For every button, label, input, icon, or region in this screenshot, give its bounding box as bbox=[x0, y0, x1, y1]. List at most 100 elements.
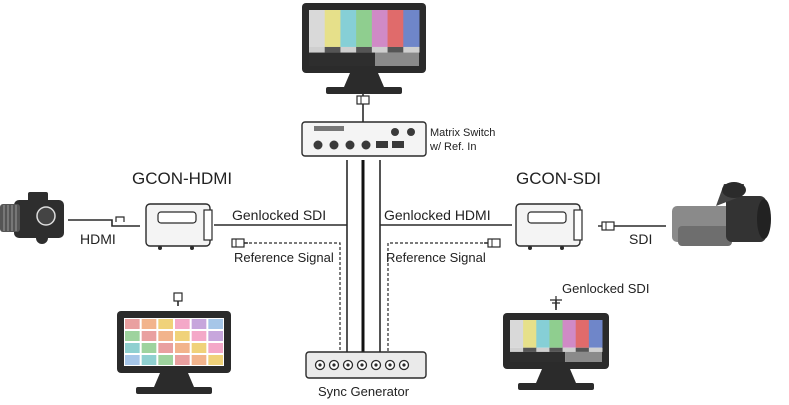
color-bar-mid bbox=[403, 46, 420, 53]
color-bar bbox=[536, 320, 550, 348]
sync-generator-port-pin bbox=[388, 363, 392, 367]
color-bar bbox=[588, 320, 603, 348]
color-bar-black bbox=[309, 52, 375, 66]
grid-cell bbox=[191, 355, 207, 365]
genlocked-hdmi-label: Genlocked HDMI bbox=[384, 207, 491, 223]
converter-foot bbox=[528, 246, 532, 250]
genlocked-sdi-left-label: Genlocked SDI bbox=[232, 207, 327, 223]
converter-end-cap bbox=[573, 209, 583, 241]
color-bar-mid bbox=[371, 46, 389, 53]
grid-cell bbox=[125, 355, 140, 365]
genlocked-sdi-monitor-label: Genlocked SDI bbox=[562, 281, 650, 296]
gcon-hdmi-label: GCON-HDMI bbox=[132, 169, 233, 188]
color-bar-mid bbox=[387, 46, 404, 53]
sync-generator-port-pin bbox=[332, 363, 336, 367]
grid-cell bbox=[208, 355, 223, 365]
color-bar-mid bbox=[309, 46, 326, 53]
color-bar bbox=[510, 320, 524, 348]
color-bar-mid bbox=[575, 347, 590, 352]
monitor-neck bbox=[536, 369, 576, 383]
dslr-camera-grip bbox=[36, 232, 48, 244]
gcon-sdi-box bbox=[515, 203, 583, 250]
sync-generator-port-pin bbox=[374, 363, 378, 367]
devices bbox=[0, 3, 771, 394]
color-bar-mid bbox=[356, 46, 373, 53]
bottom-right-monitor bbox=[503, 313, 609, 390]
grid-cell bbox=[208, 331, 223, 341]
camcorder-microphone bbox=[722, 182, 746, 198]
matrix-switch-port bbox=[329, 140, 339, 150]
color-bar bbox=[387, 10, 404, 47]
converter-foot bbox=[190, 246, 194, 250]
gcon-sdi-label: GCON-SDI bbox=[516, 169, 601, 188]
matrix-switch-ref-port bbox=[407, 128, 415, 136]
converter-foot bbox=[158, 246, 162, 250]
grid-cell bbox=[125, 343, 140, 353]
line-reference-right bbox=[387, 242, 488, 358]
connector-body bbox=[601, 221, 615, 231]
matrix-switch-hdmi-port bbox=[392, 141, 404, 148]
color-bar-mid bbox=[549, 347, 564, 352]
hdmi-label: HDMI bbox=[80, 231, 116, 247]
sync-generator-port-pin bbox=[360, 363, 364, 367]
sdi-label: SDI bbox=[629, 231, 653, 247]
matrix-switch-port bbox=[361, 140, 371, 150]
grid-cell bbox=[158, 319, 173, 329]
grid-cell bbox=[141, 331, 157, 341]
grid-cell bbox=[191, 343, 207, 353]
color-bar-grey bbox=[565, 351, 602, 362]
grid-cell bbox=[208, 343, 223, 353]
monitor-base bbox=[518, 383, 594, 390]
top-monitor bbox=[302, 3, 426, 94]
matrix-switch-port bbox=[345, 140, 355, 150]
color-bar-mid bbox=[324, 46, 341, 53]
sync-generator bbox=[305, 351, 427, 379]
color-bar bbox=[309, 10, 326, 47]
color-bar-mid bbox=[588, 347, 603, 352]
color-bar bbox=[371, 10, 389, 47]
grid-cell bbox=[125, 319, 140, 329]
grid-cell bbox=[158, 331, 173, 341]
converter-window bbox=[527, 211, 567, 224]
camcorder-lens-barrel bbox=[726, 196, 766, 242]
matrix-switch-label-strip bbox=[314, 126, 344, 131]
converter-foot bbox=[560, 246, 564, 250]
matrix-switch-port bbox=[313, 140, 323, 150]
monitor-neck bbox=[154, 373, 194, 387]
matrix-switch-label-line2: w/ Ref. In bbox=[430, 141, 477, 153]
grid-cell bbox=[125, 331, 140, 341]
color-bar-mid bbox=[340, 46, 357, 53]
monitor-screen bbox=[124, 318, 224, 366]
monitor-base bbox=[136, 387, 212, 394]
color-bar-mid bbox=[536, 347, 550, 352]
grid-cell bbox=[175, 355, 190, 365]
gcon-hdmi-box bbox=[145, 203, 213, 250]
grid-cell bbox=[175, 319, 190, 329]
color-bar bbox=[575, 320, 590, 348]
dslr-camera-lens bbox=[0, 204, 20, 232]
color-bar bbox=[549, 320, 564, 348]
dslr-camera-top bbox=[28, 192, 48, 202]
reference-signal-right-label: Reference Signal bbox=[386, 250, 486, 265]
color-bar-black bbox=[510, 351, 566, 362]
sync-generator-label: Sync Generator bbox=[318, 384, 410, 399]
matrix-switch-ref-port bbox=[391, 128, 399, 136]
grid-cell bbox=[191, 319, 207, 329]
color-bar bbox=[356, 10, 373, 47]
converter-window bbox=[157, 211, 197, 224]
sync-generator-port-pin bbox=[318, 363, 322, 367]
line-reference-left bbox=[244, 242, 341, 358]
connector-body bbox=[356, 95, 370, 105]
color-bar-mid bbox=[510, 347, 524, 352]
grid-cell bbox=[141, 319, 157, 329]
matrix-switch-hdmi-port bbox=[376, 141, 388, 148]
grid-cell bbox=[191, 331, 207, 341]
sync-generator-port-pin bbox=[402, 363, 406, 367]
connector-body bbox=[487, 238, 501, 248]
camcorder bbox=[672, 182, 771, 246]
color-bar-grey bbox=[375, 52, 419, 66]
hdmi-plug-icon bbox=[115, 216, 125, 222]
matrix-switch-label-line1: Matrix Switch bbox=[430, 127, 496, 139]
grid-cell bbox=[208, 319, 223, 329]
